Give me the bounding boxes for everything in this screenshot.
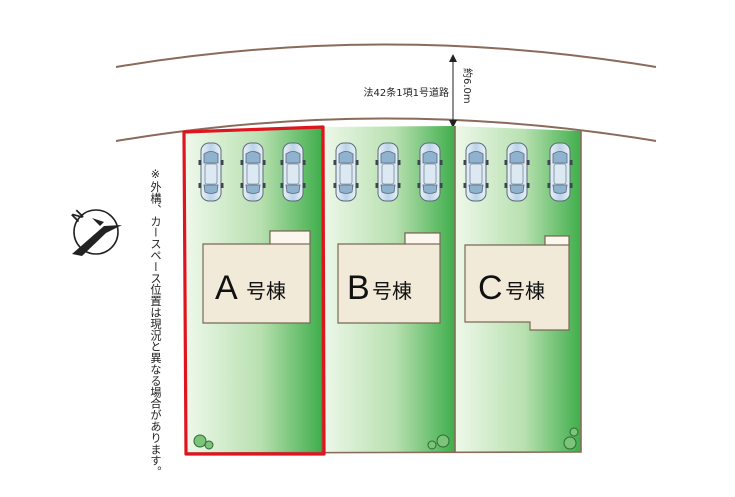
lot-b-suffix: 号棟 (372, 279, 412, 303)
lot-a-highlight-frame (182, 125, 326, 456)
car-b-3 (417, 142, 443, 202)
car-a-1 (198, 142, 224, 202)
car-c-2 (504, 142, 530, 202)
lot-a-letter: A (215, 269, 238, 307)
car-c-3 (547, 142, 573, 202)
road-width-dimension (449, 54, 457, 128)
road-edge-top (115, 43, 657, 68)
disclaimer-note: ※外構、カースペース位置は現況と異なる場合があります。 (149, 168, 162, 478)
house-a (202, 230, 311, 324)
trees (193, 427, 579, 450)
parking-cars (198, 142, 573, 202)
car-a-2 (240, 142, 266, 202)
road-width-label: 約6.0m (461, 68, 474, 104)
car-b-1 (333, 142, 359, 202)
car-c-1 (463, 142, 489, 202)
lot-b-letter: B (347, 269, 370, 307)
road-label: 法42条1項1号道路 (364, 86, 449, 99)
north-arrow-icon (72, 209, 122, 256)
car-a-3 (280, 142, 306, 202)
car-b-2 (375, 142, 401, 202)
lot-c-letter: C (478, 269, 503, 307)
house-c (464, 235, 570, 331)
lot-a-suffix: 号棟 (246, 279, 286, 303)
house-b (337, 232, 441, 324)
lot-c-suffix: 号棟 (505, 279, 545, 303)
